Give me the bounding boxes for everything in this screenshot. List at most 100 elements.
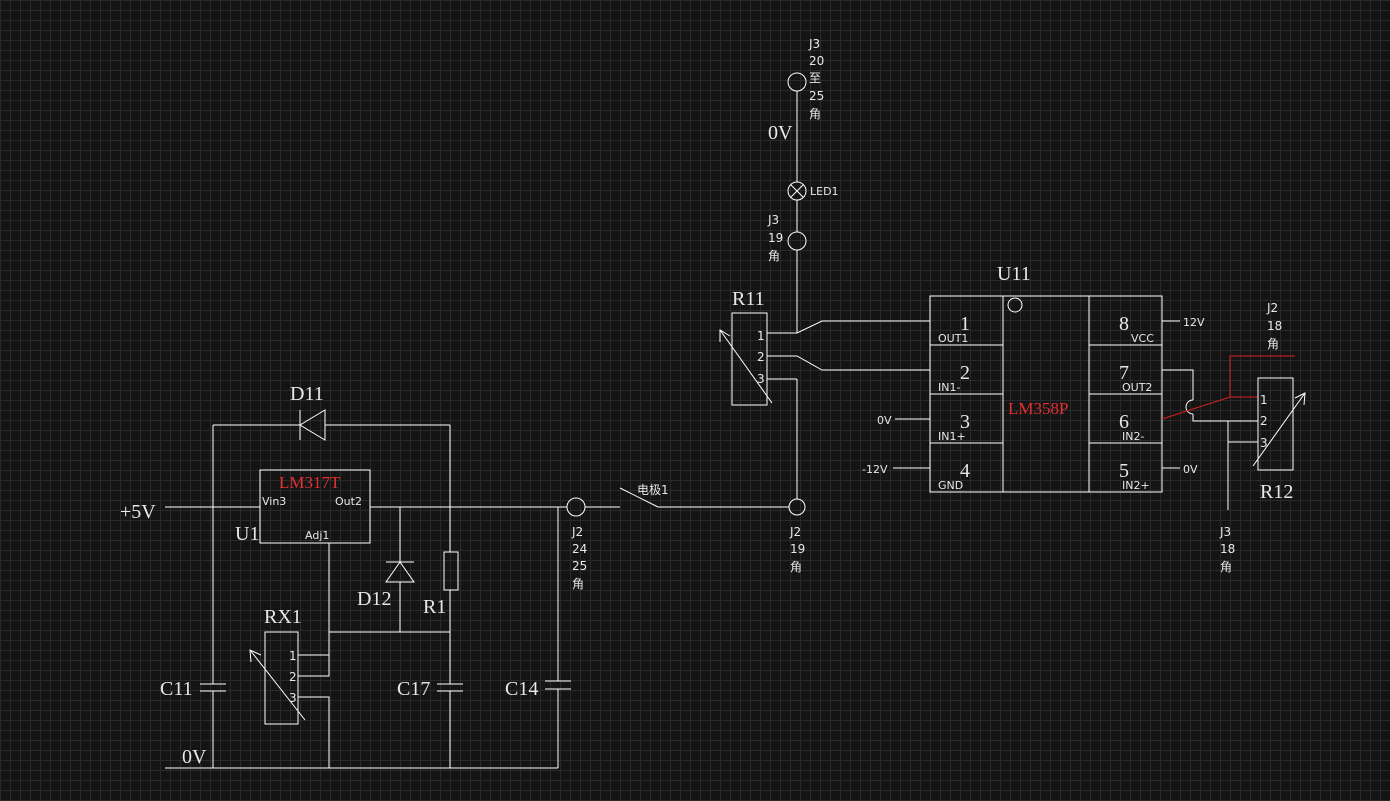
led1-label: LED1 — [810, 185, 839, 198]
svg-text:19: 19 — [768, 231, 783, 245]
r12-pin2: 2 — [1260, 414, 1268, 428]
led1-cross-b — [790, 184, 804, 198]
pin-5: 5 IN2+ — [1119, 460, 1150, 492]
svg-text:7: 7 — [1119, 362, 1129, 384]
r12-label: R12 — [1260, 481, 1293, 503]
svg-text:3: 3 — [960, 411, 970, 433]
j3-19-label: J3 19 角 — [767, 213, 783, 263]
r11-potentiometer[interactable] — [731, 312, 768, 406]
j3-19-terminal[interactable] — [787, 231, 807, 251]
electrode1-label: 电极1 — [637, 483, 669, 497]
lm358p-label: LM358P — [1008, 399, 1068, 418]
c17-label: C17 — [397, 678, 430, 700]
pin3-net-label: 0V — [877, 414, 892, 427]
svg-text:IN1-: IN1- — [938, 381, 960, 394]
j2-2425-terminal[interactable] — [566, 497, 586, 517]
j3-top-label: J3 20 至 25 角 — [808, 37, 824, 121]
svg-text:J3: J3 — [767, 213, 779, 227]
svg-text:OUT2: OUT2 — [1122, 381, 1152, 394]
plus5v-label: +5V — [120, 501, 156, 523]
rx1-pin3: 3 — [289, 691, 297, 705]
r11-arrow — [719, 329, 773, 404]
svg-text:GND: GND — [938, 479, 963, 492]
r11-pin3: 3 — [757, 372, 765, 386]
wire-r11-pin1 — [767, 320, 930, 334]
r11-label: R11 — [732, 288, 765, 310]
svg-text:VCC: VCC — [1131, 332, 1154, 345]
svg-text:IN2-: IN2- — [1122, 430, 1144, 443]
j2-19-label: J2 19 角 — [789, 525, 805, 574]
pin-2: 2 IN1- — [938, 362, 970, 394]
svg-text:25: 25 — [809, 89, 824, 103]
j2-18-label: J2 18 角 — [1266, 301, 1282, 351]
j3-18-label: J3 18 角 — [1219, 525, 1235, 574]
r11-pin1: 1 — [757, 329, 765, 343]
rx1-label: RX1 — [264, 606, 302, 628]
r12-arrowhead — [1294, 392, 1306, 406]
pin-1: 1 OUT1 — [938, 313, 970, 345]
svg-text:24: 24 — [572, 542, 587, 556]
wire-pin7-hop — [1185, 399, 1194, 415]
zero-v-bottom-label: 0V — [182, 746, 207, 768]
rx1-pin1: 1 — [289, 649, 297, 663]
pin8-net-label: 12V — [1183, 316, 1205, 329]
d11-label: D11 — [290, 383, 324, 405]
vin3-label: Vin3 — [262, 495, 286, 508]
wire-pin7 — [1162, 369, 1194, 400]
zero-v-top-label: 0V — [768, 122, 793, 144]
r1-resistor[interactable] — [443, 551, 459, 591]
svg-text:角: 角 — [768, 249, 780, 263]
r11-pin2: 2 — [757, 350, 765, 364]
svg-text:18: 18 — [1267, 319, 1282, 333]
r12-potentiometer[interactable] — [1257, 377, 1294, 471]
d12-diode[interactable] — [385, 561, 415, 583]
out2-label: Out2 — [335, 495, 362, 508]
pin-4: 4 GND — [938, 460, 970, 492]
r12-arrow — [1252, 392, 1306, 467]
r1-label: R1 — [423, 596, 446, 618]
svg-text:5: 5 — [1119, 460, 1129, 482]
svg-text:1: 1 — [960, 313, 970, 335]
d12-label: D12 — [357, 588, 391, 610]
svg-text:IN1+: IN1+ — [938, 430, 966, 443]
wire-rx1-12 — [298, 654, 330, 677]
rx1-pin2: 2 — [289, 670, 297, 684]
wire-r11-pin2 — [767, 355, 930, 371]
lm317t-label: LM317T — [279, 473, 341, 492]
u11-label: U11 — [997, 263, 1031, 285]
wire-j2-18-highlight — [1229, 355, 1295, 397]
svg-text:20: 20 — [809, 54, 824, 68]
svg-text:角: 角 — [790, 560, 802, 574]
wire-pin6-highlight — [1161, 396, 1258, 420]
pin-3: 3 IN1+ — [938, 411, 970, 443]
rx1-arrowhead — [249, 649, 262, 663]
svg-text:6: 6 — [1119, 411, 1129, 433]
svg-text:19: 19 — [790, 542, 805, 556]
r12-pin1: 1 — [1260, 393, 1268, 407]
svg-text:至: 至 — [809, 71, 821, 85]
j2-19-terminal[interactable] — [788, 498, 806, 516]
svg-text:J2: J2 — [789, 525, 801, 539]
svg-text:J3: J3 — [808, 37, 820, 51]
j3-top-terminal[interactable] — [787, 72, 807, 92]
pin-7: 7 OUT2 — [1119, 362, 1152, 394]
d11-diode[interactable] — [299, 409, 326, 441]
adj1-label: Adj1 — [305, 529, 329, 542]
svg-text:角: 角 — [1267, 337, 1279, 351]
electrode1-switch[interactable] — [619, 487, 659, 508]
u1-label: U1 — [235, 523, 259, 545]
svg-text:2: 2 — [960, 362, 970, 384]
pin-6: 6 IN2- — [1119, 411, 1144, 443]
wire-rx1-3 — [298, 696, 330, 768]
svg-text:8: 8 — [1119, 313, 1129, 335]
pin5-net-label: 0V — [1183, 463, 1198, 476]
svg-text:4: 4 — [960, 460, 970, 482]
pin-8: 8 VCC — [1119, 313, 1154, 345]
svg-text:角: 角 — [809, 107, 821, 121]
svg-text:角: 角 — [1220, 560, 1232, 574]
rx1-potentiometer[interactable] — [264, 631, 299, 725]
svg-text:J3: J3 — [1219, 525, 1231, 539]
svg-text:J2: J2 — [1266, 301, 1278, 315]
